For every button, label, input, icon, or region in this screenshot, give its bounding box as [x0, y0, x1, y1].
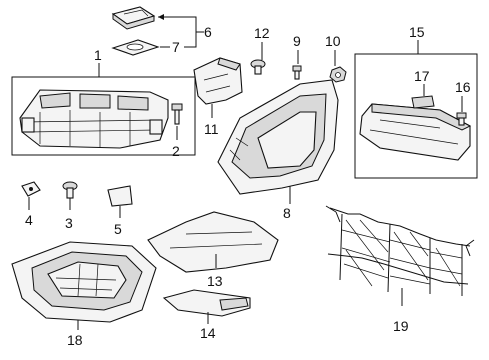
callout-11: 11	[204, 121, 219, 137]
callout-18: 18	[67, 332, 83, 348]
callout-4: 4	[25, 212, 33, 228]
leader-6-7	[158, 16, 204, 48]
clip-part-4	[21, 181, 41, 197]
callout-15: 15	[409, 24, 425, 40]
bracket-part-11	[193, 57, 243, 105]
pad-part-17	[411, 95, 435, 109]
callout-5: 5	[114, 221, 122, 237]
callout-2: 2	[172, 143, 180, 159]
callout-13: 13	[207, 273, 223, 289]
callout-16: 16	[455, 79, 471, 95]
callout-9: 9	[293, 33, 301, 49]
callout-12: 12	[254, 25, 270, 41]
trunk-tray-part-18	[11, 241, 157, 323]
group-box-15	[354, 53, 478, 179]
screw-part-16	[456, 112, 467, 126]
floor-carpet-part-13	[147, 211, 279, 273]
rear-shelf-panel	[19, 89, 169, 149]
floor-plate-part-14	[162, 289, 251, 317]
bolt-part-2	[171, 103, 183, 125]
callout-3: 3	[65, 215, 73, 231]
clip-part-12	[250, 59, 266, 75]
tag-part-5	[107, 185, 133, 207]
cover-part-6	[111, 6, 156, 30]
callout-14: 14	[200, 325, 216, 341]
trunk-rear-trim-part-15	[359, 103, 472, 161]
pad-part-7	[111, 39, 160, 56]
screw-part-9	[292, 65, 302, 80]
callout-1: 1	[94, 47, 102, 63]
callout-6: 6	[204, 24, 212, 40]
cargo-net-part-19	[325, 205, 475, 296]
trunk-side-lining-part-8	[217, 79, 339, 195]
push-pin-part-3	[62, 181, 78, 199]
callout-19: 19	[393, 318, 409, 334]
callout-8: 8	[283, 205, 291, 221]
callout-10: 10	[325, 33, 341, 49]
callout-7: 7	[172, 39, 180, 55]
callout-17: 17	[414, 68, 430, 84]
nut-part-10	[329, 66, 347, 83]
group-box-1	[11, 76, 196, 156]
